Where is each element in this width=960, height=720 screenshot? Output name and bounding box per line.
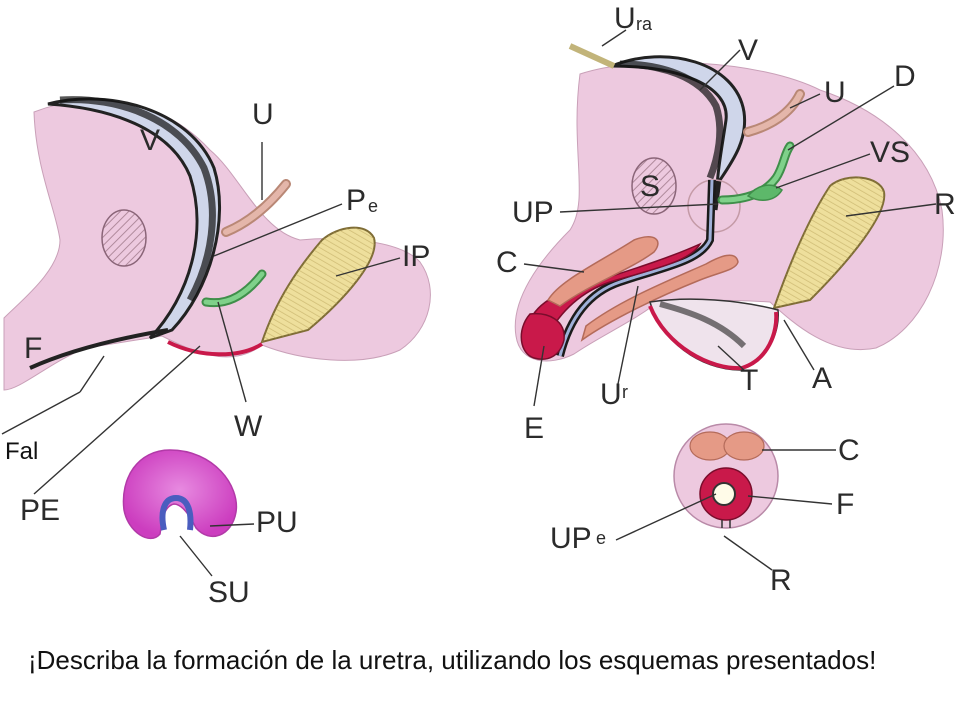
question-text: ¡Describa la formación de la uretra, uti… [28,645,877,675]
right-urachus [568,43,616,69]
label-A: A [812,362,832,395]
label-R-right: R [934,188,956,221]
right-tissue [514,61,944,362]
label-F-left: F [24,332,42,365]
label-F-section: F [836,488,854,521]
label-W: W [234,410,263,443]
left-section-body [122,449,238,540]
label-V-left: V [140,124,160,157]
right-vesicle-lobes [746,184,783,202]
left-cross-section: PU SU [122,449,298,609]
label-Ur: U [600,378,622,411]
label-UPe: UP [550,522,592,555]
label-V-right: V [738,34,758,67]
label-E: E [524,412,544,445]
label-PU: PU [256,506,298,539]
left-red-arc [167,340,264,357]
right-corpus-lower [580,254,739,342]
right-bladder-wall [619,60,724,180]
label-C-right: C [496,246,518,279]
label-Pe-left-sub: e [368,196,378,216]
label-Ura-sub: ra [636,14,653,34]
label-VS: VS [870,136,910,169]
right-bladder [611,55,747,211]
label-UP: UP [512,196,554,229]
left-section-groove [159,494,194,531]
right-cross-section: C F UP e R [550,423,860,597]
label-UPe-sub: e [596,528,606,548]
right-leaders [523,29,937,407]
label-Fal: Fal [2,438,42,466]
label-PE: PE [20,494,60,527]
right-section-lumen [712,482,736,506]
left-section-leaders [179,523,255,577]
label-SU: SU [208,576,250,609]
label-IP: IP [402,240,430,273]
label-D: D [894,60,916,93]
right-hatched-oval [631,157,677,215]
label-R-section: R [770,564,792,597]
label-U-left: U [252,98,274,131]
left-hatched-oval [101,209,147,267]
label-C-section: C [838,434,860,467]
label-T: T [740,364,758,397]
left-bladder-wall [59,96,216,302]
right-embryo-diagram: U ra V U D VS S UP R C E U r T A [496,2,956,445]
right-pouch-rim [648,305,779,371]
right-pouch-shadow [659,301,747,349]
right-glans [520,312,565,360]
right-section-raphe [721,520,731,528]
right-section-leaders [615,449,836,571]
label-Ur-sub: r [622,382,628,402]
left-leaders [1,142,401,495]
left-embryo-diagram: V U P e IP F W PE [1,96,431,527]
left-bladder [47,97,222,340]
label-S: S [640,170,660,203]
label-Ura: U [614,2,636,35]
label-Pe-left: P [346,184,366,217]
left-urethral-plate-line [29,328,169,370]
label-U-right: U [824,76,846,109]
right-section-corpus-right [723,431,765,461]
right-corpus [546,236,659,307]
